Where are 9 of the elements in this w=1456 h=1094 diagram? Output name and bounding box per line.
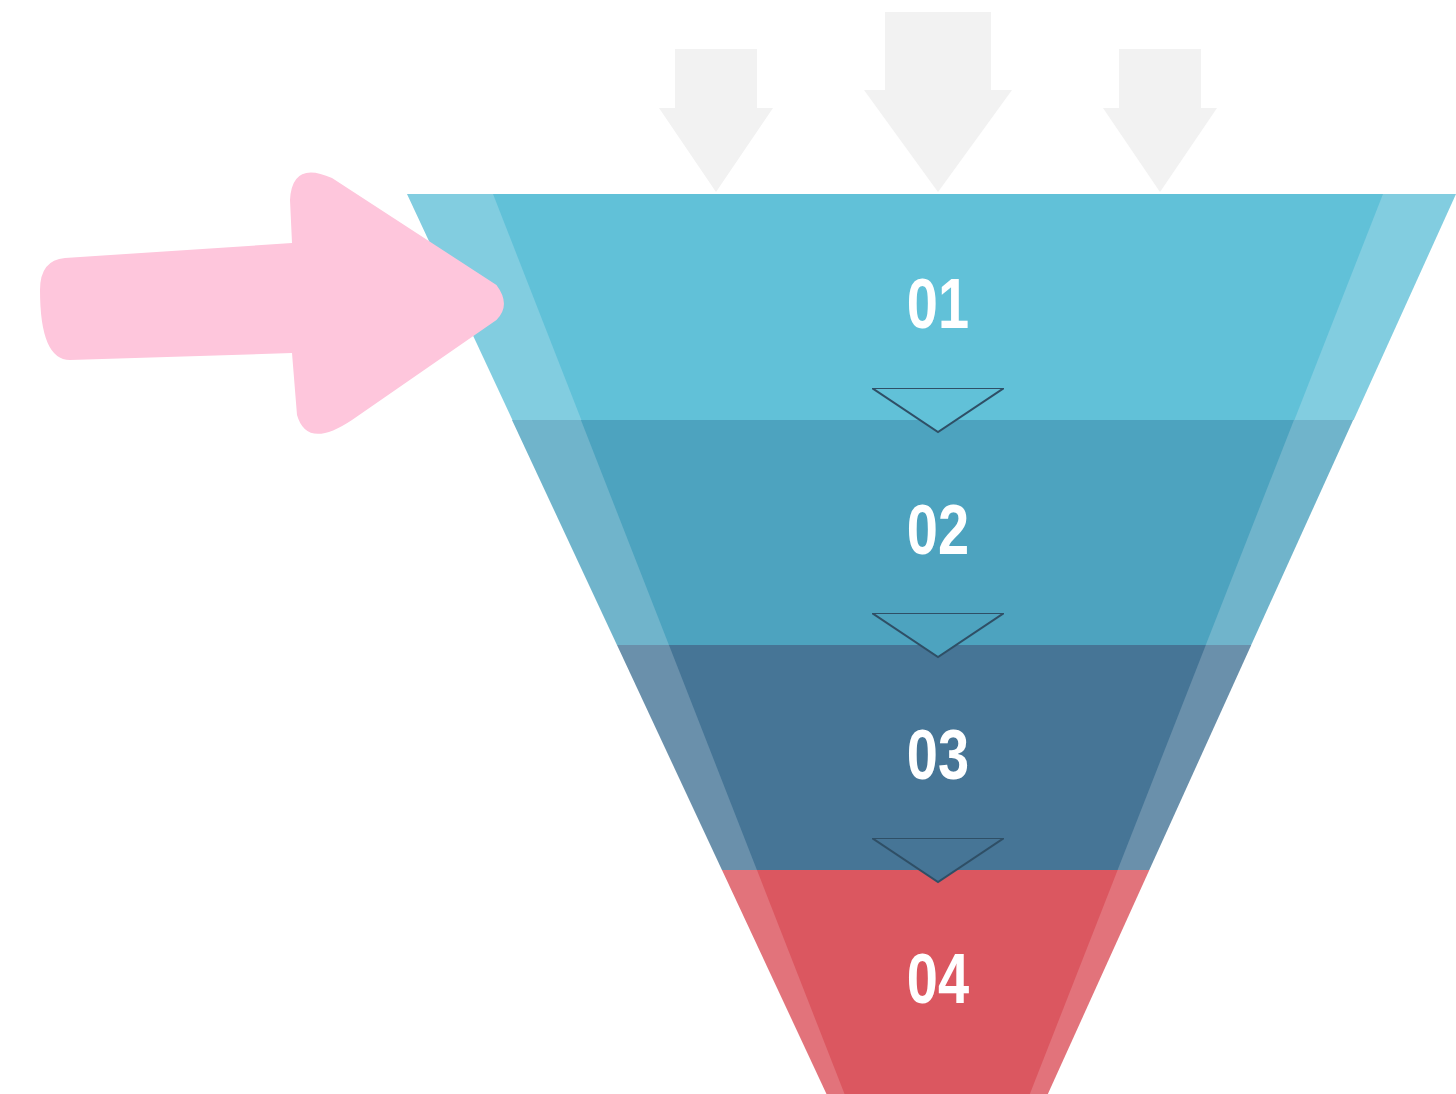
funnel-band [512,420,1354,645]
funnel-band [722,870,1150,1094]
step-number: 01 [906,269,970,339]
step-number: 04 [906,944,970,1014]
step-number: 02 [906,494,970,565]
step-number: 03 [906,719,970,790]
funnel-band [617,645,1252,870]
funnel-band [407,194,1456,420]
arrow [40,172,504,434]
